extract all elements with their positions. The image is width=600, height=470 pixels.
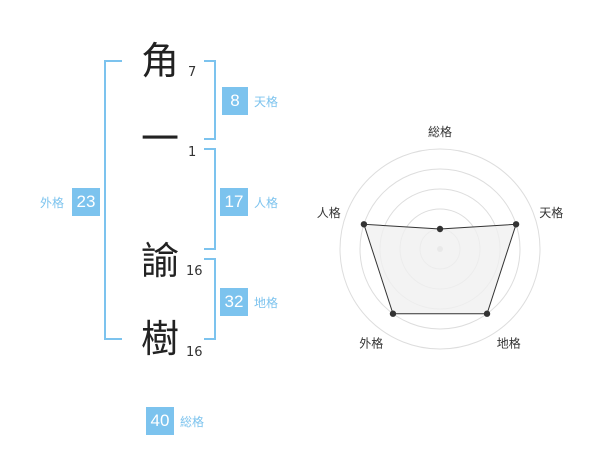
soukaku-value-badge: 40 xyxy=(146,407,174,435)
radar-ring-5 xyxy=(339,148,541,350)
radar-point-3 xyxy=(389,310,397,317)
name-char-1: 角 xyxy=(140,39,179,83)
name-char-4: 樹 xyxy=(140,317,179,361)
radar-axis-label-2: 地格 xyxy=(497,336,521,351)
soukaku-label: 総格 xyxy=(180,415,205,429)
jinkaku-value-badge: 17 xyxy=(220,188,248,216)
stroke-count-3: 16 xyxy=(186,264,203,279)
name-char-3: 諭 xyxy=(140,239,179,283)
gaikaku-value-badge: 23 xyxy=(72,188,100,216)
radar-axis-label-0: 総格 xyxy=(428,124,452,139)
radar-series-polygon xyxy=(363,223,517,315)
gaikaku-label: 外格 xyxy=(40,196,65,210)
radar-point-4 xyxy=(360,221,368,228)
radar-axis-label-4: 人格 xyxy=(317,205,341,220)
jinkaku-label: 人格 xyxy=(254,196,279,210)
stroke-count-1: 7 xyxy=(188,65,197,80)
chikaku-label: 地格 xyxy=(254,296,279,310)
stroke-count-4: 16 xyxy=(186,345,203,360)
stroke-count-2: 1 xyxy=(188,145,197,160)
name-char-2: 一 xyxy=(140,117,179,161)
radar-axis-label-3: 外格 xyxy=(359,336,383,351)
radar-axis-label-1: 天格 xyxy=(539,205,563,220)
radar-point-0 xyxy=(436,225,444,233)
radar-point-1 xyxy=(512,221,520,228)
tenkaku-value-badge: 8 xyxy=(222,87,248,115)
radar-point-2 xyxy=(483,310,491,317)
tenkaku-label: 天格 xyxy=(254,95,279,109)
radar-ring-4 xyxy=(359,168,521,330)
chikaku-value-badge: 32 xyxy=(220,288,248,316)
